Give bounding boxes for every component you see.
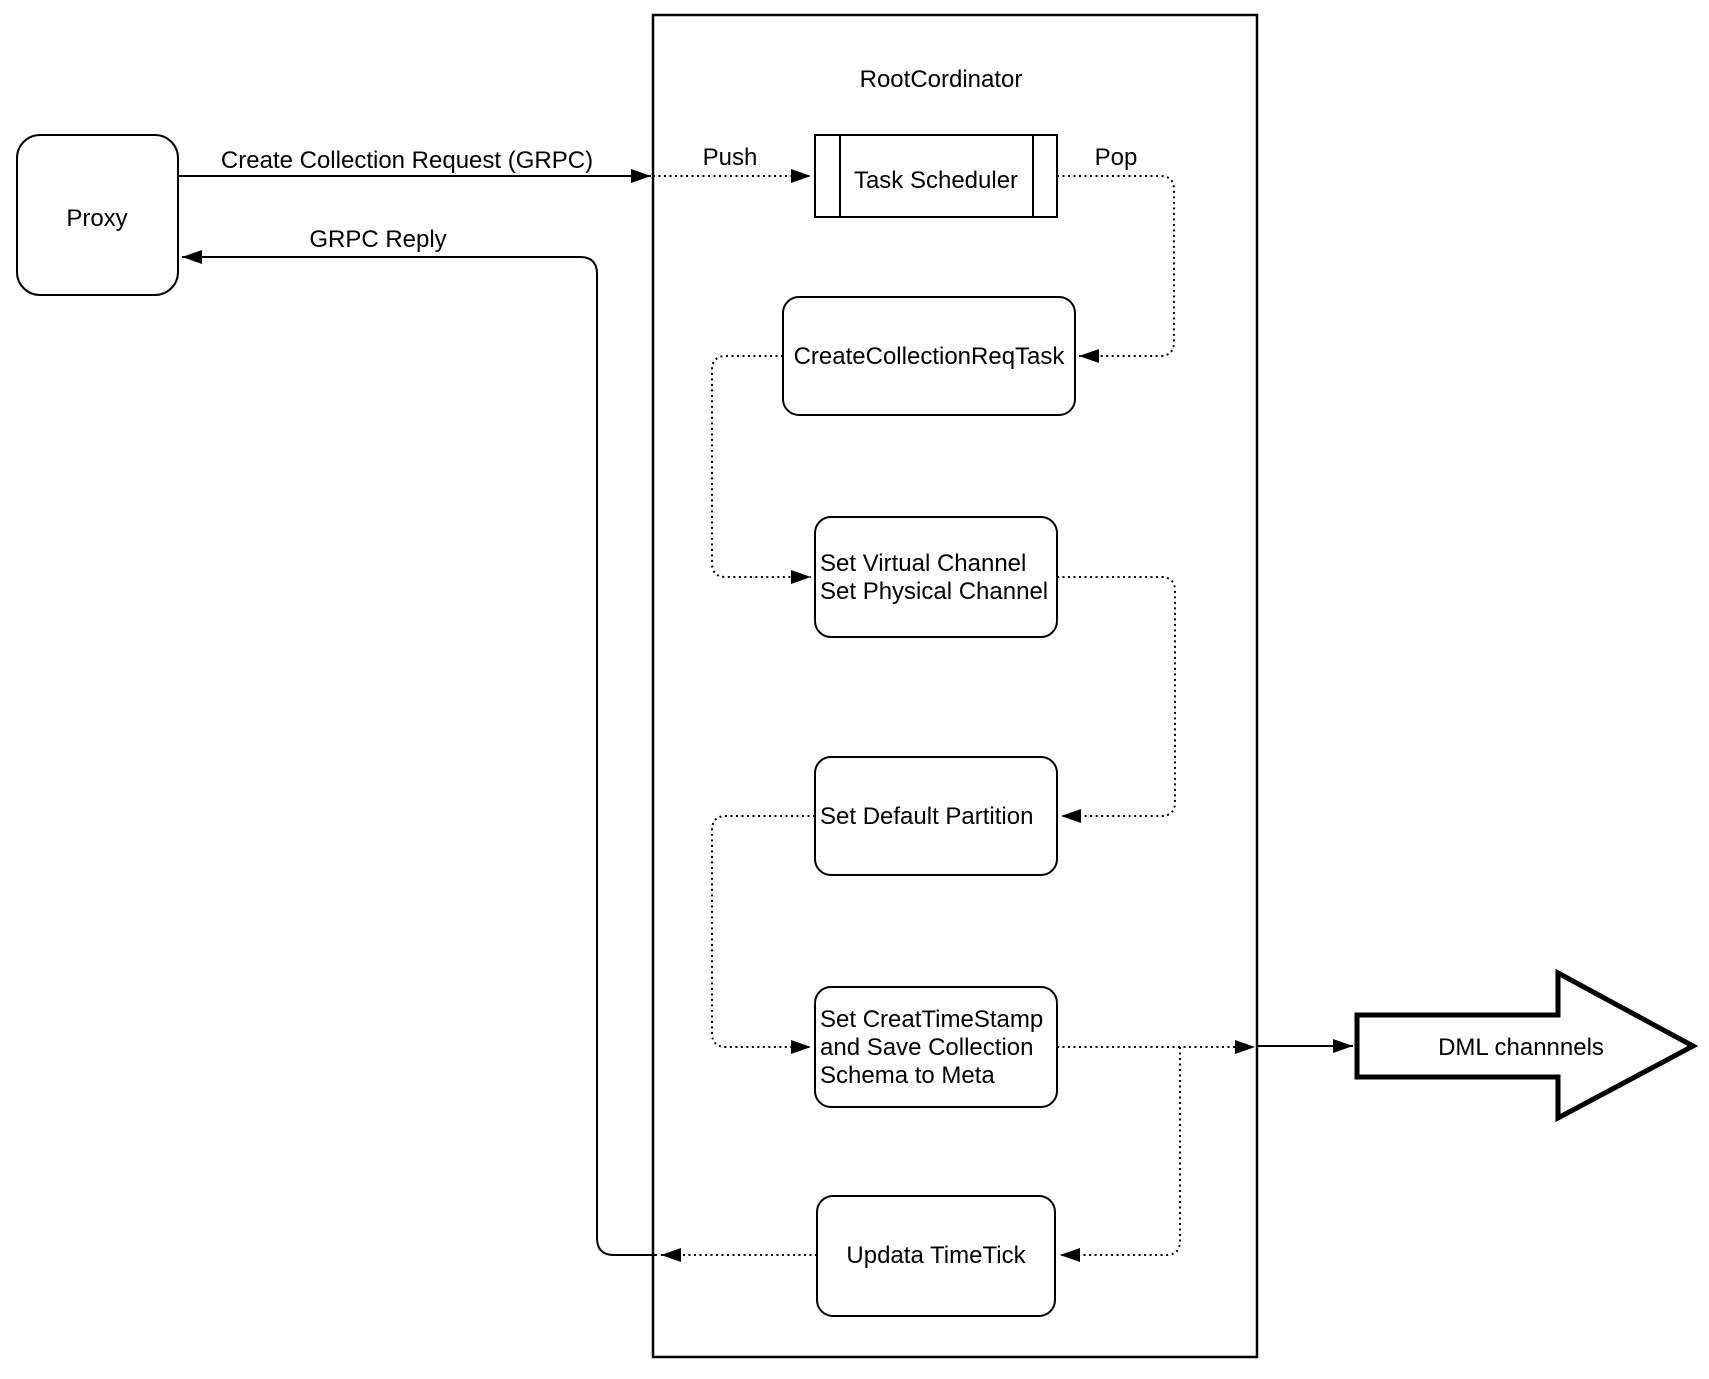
set-creat-timestamp-label-line3: Schema to Meta — [820, 1062, 995, 1089]
set-creat-timestamp-label-line2: and Save Collection — [820, 1034, 1033, 1061]
set-channels-node — [814, 516, 1058, 638]
create-collection-request-label: Create Collection Request (GRPC) — [221, 147, 593, 174]
pop-label: Pop — [1095, 144, 1138, 171]
reqtask-to-setchannel-arrow — [711, 355, 811, 584]
set-channels-label-line2: Set Physical Channel — [820, 578, 1048, 605]
task-scheduler-label: Task Scheduler — [854, 167, 1018, 194]
grpc-reply-arrow — [182, 250, 657, 1256]
task-scheduler-node — [814, 134, 1058, 218]
dml-channels-arrow-shape — [1354, 968, 1699, 1123]
proxy-label: Proxy — [66, 205, 127, 232]
create-collection-req-task-node — [782, 296, 1076, 416]
dml-channels-label: DML channnels — [1438, 1034, 1604, 1061]
setchannel-to-partition-arrow — [1057, 576, 1176, 823]
push-label: Push — [703, 144, 758, 171]
root-coordinator-title: RootCordinator — [860, 66, 1023, 93]
set-default-partition-node — [814, 756, 1058, 876]
set-channels-label-line1: Set Virtual Channel — [820, 550, 1026, 577]
root-coordinator-container — [651, 13, 1259, 1359]
set-creat-timestamp-node — [814, 986, 1058, 1108]
updata-time-tick-label: Updata TimeTick — [846, 1242, 1026, 1269]
proxy-node — [16, 134, 179, 296]
create-collection-req-task-label: CreateCollectionReqTask — [794, 343, 1066, 370]
grpc-reply-label: GRPC Reply — [309, 226, 446, 253]
partition-to-timestamp-arrow — [711, 815, 815, 1054]
set-default-partition-label: Set Default Partition — [820, 803, 1033, 830]
branch-to-timetick-arrow — [1060, 1047, 1181, 1262]
set-creat-timestamp-label-line1: Set CreatTimeStamp — [820, 1006, 1043, 1033]
updata-time-tick-node — [816, 1195, 1056, 1317]
